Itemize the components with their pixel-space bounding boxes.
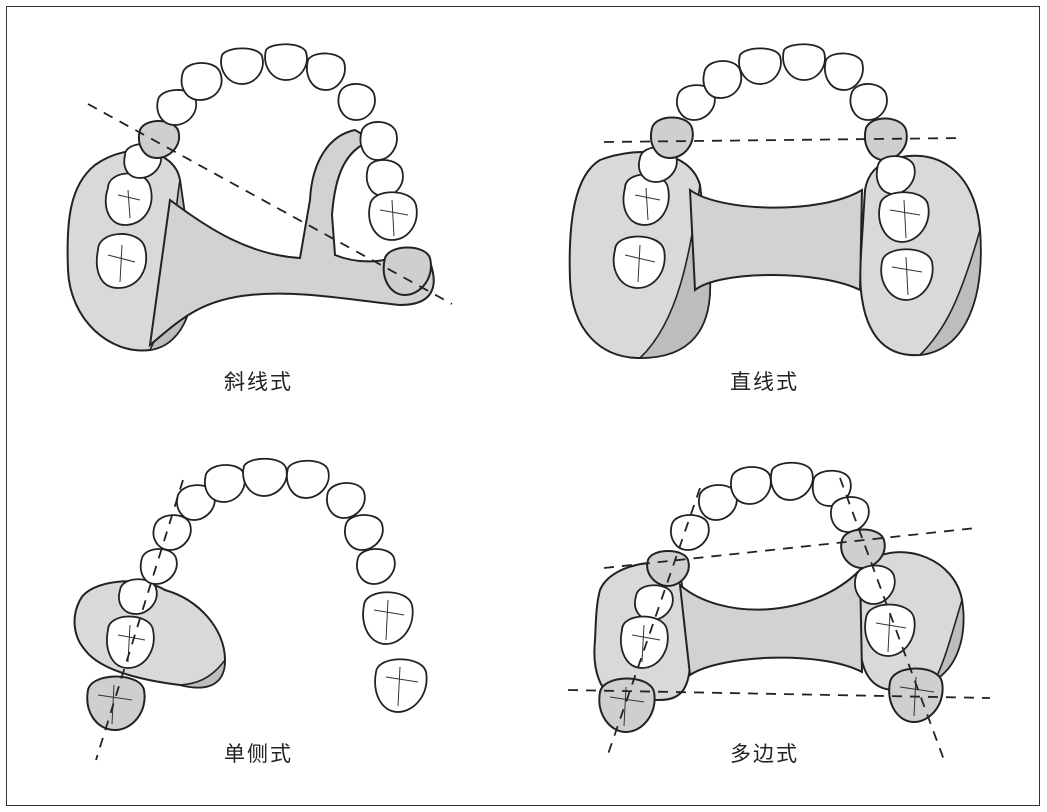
major-connector [680, 570, 862, 675]
panel-polygonal [568, 463, 990, 760]
incisor [265, 44, 307, 80]
panel-oblique [68, 44, 452, 350]
caption-polygonal: 多边式 [730, 738, 799, 768]
incisor [825, 53, 863, 90]
premolar [357, 549, 395, 584]
rest-tooth [889, 669, 942, 723]
panel-unilateral [75, 459, 427, 760]
caption-straight: 直线式 [730, 366, 799, 396]
dental-arch [87, 459, 426, 730]
incisor [771, 463, 813, 500]
canine [182, 63, 222, 100]
premolar [153, 515, 190, 550]
major-connector [690, 190, 862, 290]
premolar [141, 549, 177, 584]
premolar [360, 122, 396, 160]
incisor [221, 48, 263, 84]
incisor [287, 461, 329, 498]
incisor [307, 53, 345, 90]
incisor [731, 467, 771, 504]
incisor [783, 44, 825, 80]
canine [338, 84, 374, 120]
rest-tooth [139, 121, 179, 158]
premolar [671, 515, 709, 550]
panel-straight [570, 44, 981, 358]
canine [327, 483, 365, 518]
rest-tooth [841, 530, 884, 569]
molar [375, 659, 427, 712]
canine [703, 61, 741, 98]
caption-unilateral: 单侧式 [224, 738, 293, 768]
canine [850, 84, 886, 120]
rest-tooth [599, 679, 654, 733]
incisor [243, 459, 287, 496]
premolar [345, 515, 383, 550]
incisor [739, 48, 781, 84]
caption-oblique: 斜线式 [224, 366, 293, 396]
premolar [367, 160, 403, 196]
rest-tooth [87, 677, 144, 731]
incisor [205, 465, 245, 502]
rest-tooth [651, 118, 693, 159]
